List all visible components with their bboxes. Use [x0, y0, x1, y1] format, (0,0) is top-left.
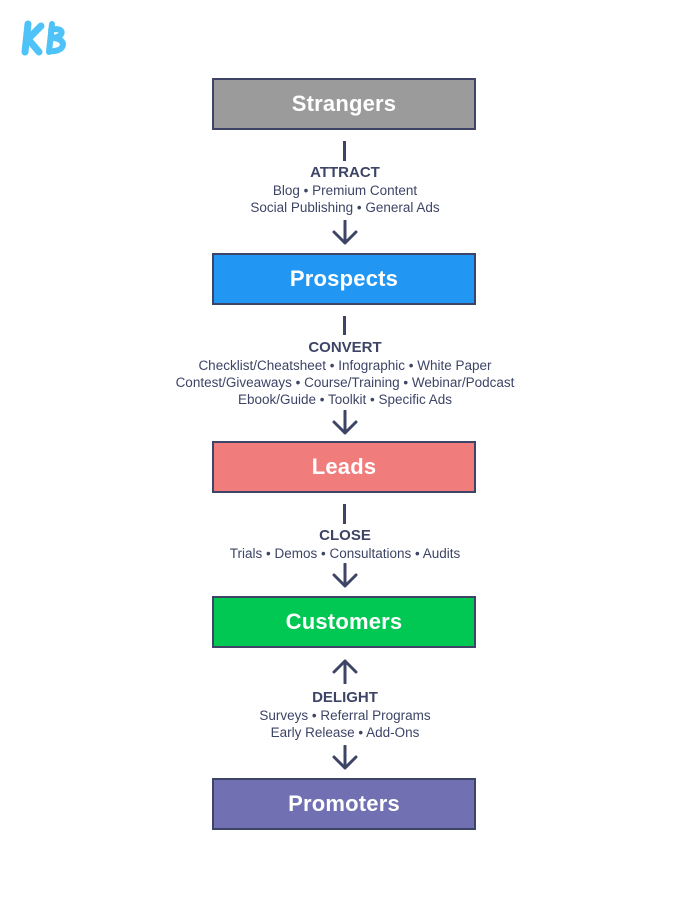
arrow-down-icon — [332, 410, 358, 435]
arrow-down-icon — [332, 220, 358, 245]
transition-attract: ATTRACT Blog • Premium Content Social Pu… — [0, 164, 690, 216]
kb-logo-icon — [21, 20, 66, 56]
stage-strangers: Strangers — [212, 78, 476, 130]
stage-customers: Customers — [212, 596, 476, 648]
transition-close: CLOSE Trials • Demos • Consultations • A… — [0, 527, 690, 562]
stage-leads: Leads — [212, 441, 476, 493]
arrow-down-icon — [332, 745, 358, 770]
transition-convert: CONVERT Checklist/Cheatsheet • Infograph… — [0, 339, 690, 408]
transition-line: Early Release • Add-Ons — [270, 725, 420, 740]
stage-leads-label: Leads — [311, 454, 377, 479]
connector-line — [343, 316, 346, 335]
transition-line: Checklist/Cheatsheet • Infographic • Whi… — [198, 358, 492, 373]
transition-line: Surveys • Referral Programs — [259, 708, 431, 723]
transition-line: Contest/Giveaways • Course/Training • We… — [175, 375, 515, 390]
connector-line — [343, 504, 346, 524]
transition-heading: CONVERT — [308, 339, 382, 356]
transition-heading: ATTRACT — [310, 164, 380, 181]
arrow-down-icon — [332, 563, 358, 588]
stage-prospects-label: Prospects — [289, 266, 399, 291]
connector-line — [343, 141, 346, 161]
stage-strangers-label: Strangers — [291, 91, 397, 116]
stage-promoters-label: Promoters — [288, 791, 400, 816]
transition-heading: CLOSE — [319, 527, 371, 544]
transition-delight: DELIGHT Surveys • Referral Programs Earl… — [0, 689, 690, 741]
transition-line: Ebook/Guide • Toolkit • Specific Ads — [237, 392, 453, 407]
stage-promoters: Promoters — [212, 778, 476, 830]
arrow-up-icon — [332, 659, 358, 684]
stage-customers-label: Customers — [285, 609, 403, 634]
transition-heading: DELIGHT — [312, 689, 378, 706]
transition-line: Social Publishing • General Ads — [250, 200, 440, 215]
transition-line: Trials • Demos • Consultations • Audits — [229, 546, 461, 561]
stage-prospects: Prospects — [212, 253, 476, 305]
transition-line: Blog • Premium Content — [272, 183, 418, 198]
